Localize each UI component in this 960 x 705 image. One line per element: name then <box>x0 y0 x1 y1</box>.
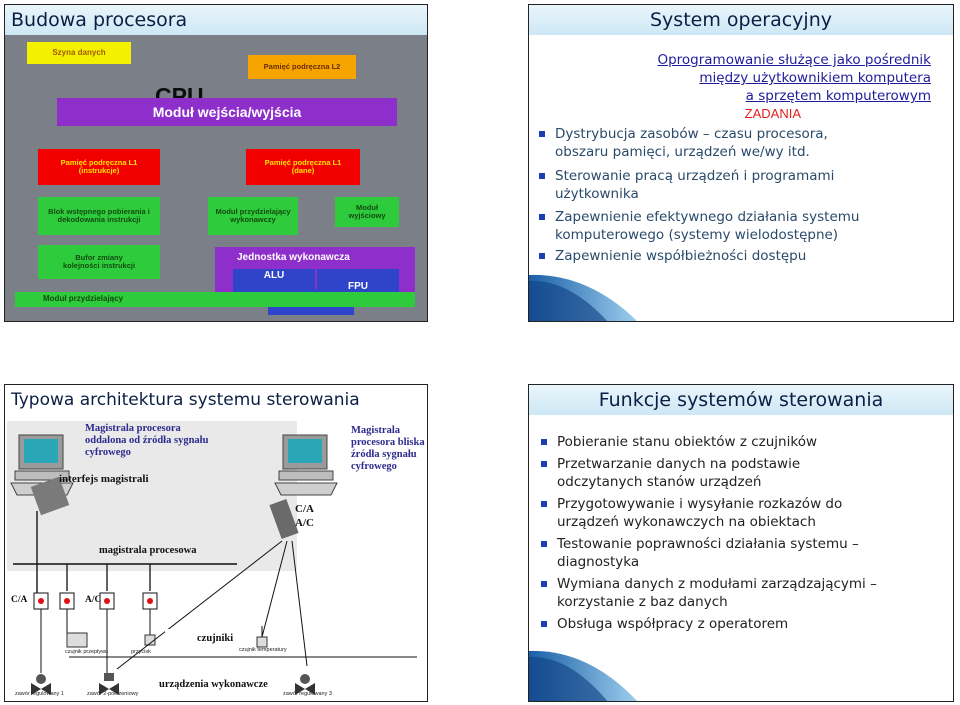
list-item: Dystrybucja zasobów – czasu procesora, o… <box>539 125 943 161</box>
dispatch-module-block: Moduł przydzielający wykonawczy <box>208 197 298 235</box>
slide-title: Typowa architektura systemu sterowania <box>5 385 427 415</box>
slide-title: Funkcje systemów sterowania <box>529 385 953 415</box>
bullet-square-icon <box>539 131 545 137</box>
reorder-buffer-block: Bufor zmiany kolejności instrukcji <box>38 245 160 279</box>
valve-icon <box>31 674 51 695</box>
architecture-diagram: Magistrala procesora oddalona od źródła … <box>7 421 425 699</box>
list-item: Obsługa współpracy z operatorem <box>541 615 935 633</box>
cpu-diagram: Szyna danych Pamięć podręczna L2 CPU Mod… <box>5 35 427 321</box>
list-item: Sterowanie pracą urządzeń i programami u… <box>539 167 943 203</box>
l1-instructions-block: Pamięć podręczna L1 (instrukcje) <box>38 149 160 185</box>
slide-title: System operacyjny <box>529 5 953 35</box>
computer-icon <box>10 434 74 516</box>
bullet-square-icon <box>539 253 545 259</box>
slide-title: Budowa procesora <box>5 5 427 35</box>
slide-processor: Budowa procesora Szyna danych Pamięć pod… <box>4 4 428 322</box>
definition-line[interactable]: Oprogramowanie służące jako pośrednik <box>657 52 931 68</box>
valve3-label: zawór regulowany 3 <box>283 691 332 697</box>
architecture-drawing <box>7 421 425 699</box>
output-module-block: Moduł wyjściowy <box>335 197 399 227</box>
valve2-label: zawór 2-położeniowy <box>87 691 139 697</box>
list-item: Zapewnienie efektywnego działania system… <box>539 208 943 244</box>
list-item: Przygotowywanie i wysyłanie rozkazów do … <box>541 495 935 531</box>
bullet-square-icon <box>541 621 547 627</box>
far-bus-label: Magistrala procesora oddalona od źródła … <box>85 423 209 458</box>
list-item: Testowanie poprawności działania systemu… <box>541 535 935 571</box>
bullet-square-icon <box>541 501 547 507</box>
ac-label: A/C <box>295 517 314 529</box>
slide-decoration <box>529 274 637 321</box>
l1-data-block: Pamięć podręczna L1 (dane) <box>246 149 360 185</box>
process-bus-label: magistrala procesowa <box>99 545 197 556</box>
bullet-square-icon <box>541 461 547 467</box>
slide-decoration <box>529 650 638 701</box>
bus-interface-label: interfejs magistrali <box>59 473 149 485</box>
list-item: Zapewnienie współbieżności dostępu <box>539 247 943 265</box>
bullet-square-icon <box>541 581 547 587</box>
os-definition: Oprogramowanie służące jako pośrednik mi… <box>549 51 931 105</box>
bullet-square-icon <box>541 439 547 445</box>
actuators-label: urządzenia wykonawcze <box>159 679 268 690</box>
l2-block: Pamięć podręczna L2 <box>248 55 356 79</box>
allocator-label: Moduł przydzielający <box>43 294 124 304</box>
computer-icon <box>269 434 338 539</box>
flow-sensor-label: czujnik przepływu <box>65 649 109 655</box>
valve1-label: zawór regulowany 1 <box>15 691 64 697</box>
bullet-square-icon <box>541 541 547 547</box>
execution-unit-label: Jednostka wykonawcza <box>237 252 350 263</box>
bus-block: Szyna danych <box>27 42 131 64</box>
slide-architecture: Typowa architektura systemu sterowania <box>4 384 428 702</box>
ca-label: C/A <box>295 503 314 515</box>
slide-functions: Funkcje systemów sterowania Pobieranie s… <box>528 384 954 702</box>
list-item: Pobieranie stanu obiektów z czujników <box>541 433 935 451</box>
ca-module-label: C/A <box>11 595 28 605</box>
bullet-square-icon <box>539 173 545 179</box>
io-module-block: Moduł wejścia/wyjścia <box>57 98 397 126</box>
bullet-square-icon <box>539 214 545 220</box>
list-item: Przetwarzanie danych na podstawie odczyt… <box>541 455 935 491</box>
allocator-bar: Moduł przydzielający <box>15 292 415 307</box>
slide-operating-system: System operacyjny Oprogramowanie służące… <box>528 4 954 322</box>
tasks-label: ZADANIA <box>744 106 801 121</box>
prefetch-decode-block: Blok wstępnego pobierania i dekodowania … <box>38 197 160 235</box>
valve-icon <box>99 673 119 695</box>
switch-label: przycisk <box>131 649 151 655</box>
definition-line[interactable]: a sprzętem komputerowym <box>745 88 931 104</box>
sensors-label: czujniki <box>197 633 234 644</box>
valve-icon <box>295 674 315 695</box>
temp-sensor-label: czujnik temperatury <box>239 647 287 653</box>
list-item: Wymiana danych z modułami zarządzającymi… <box>541 575 935 611</box>
definition-line[interactable]: między użytkownikiem komputera <box>699 70 931 86</box>
ac-module-label: A/C <box>85 595 102 605</box>
near-bus-label: Magistrala procesora bliska źródła sygna… <box>351 425 425 472</box>
